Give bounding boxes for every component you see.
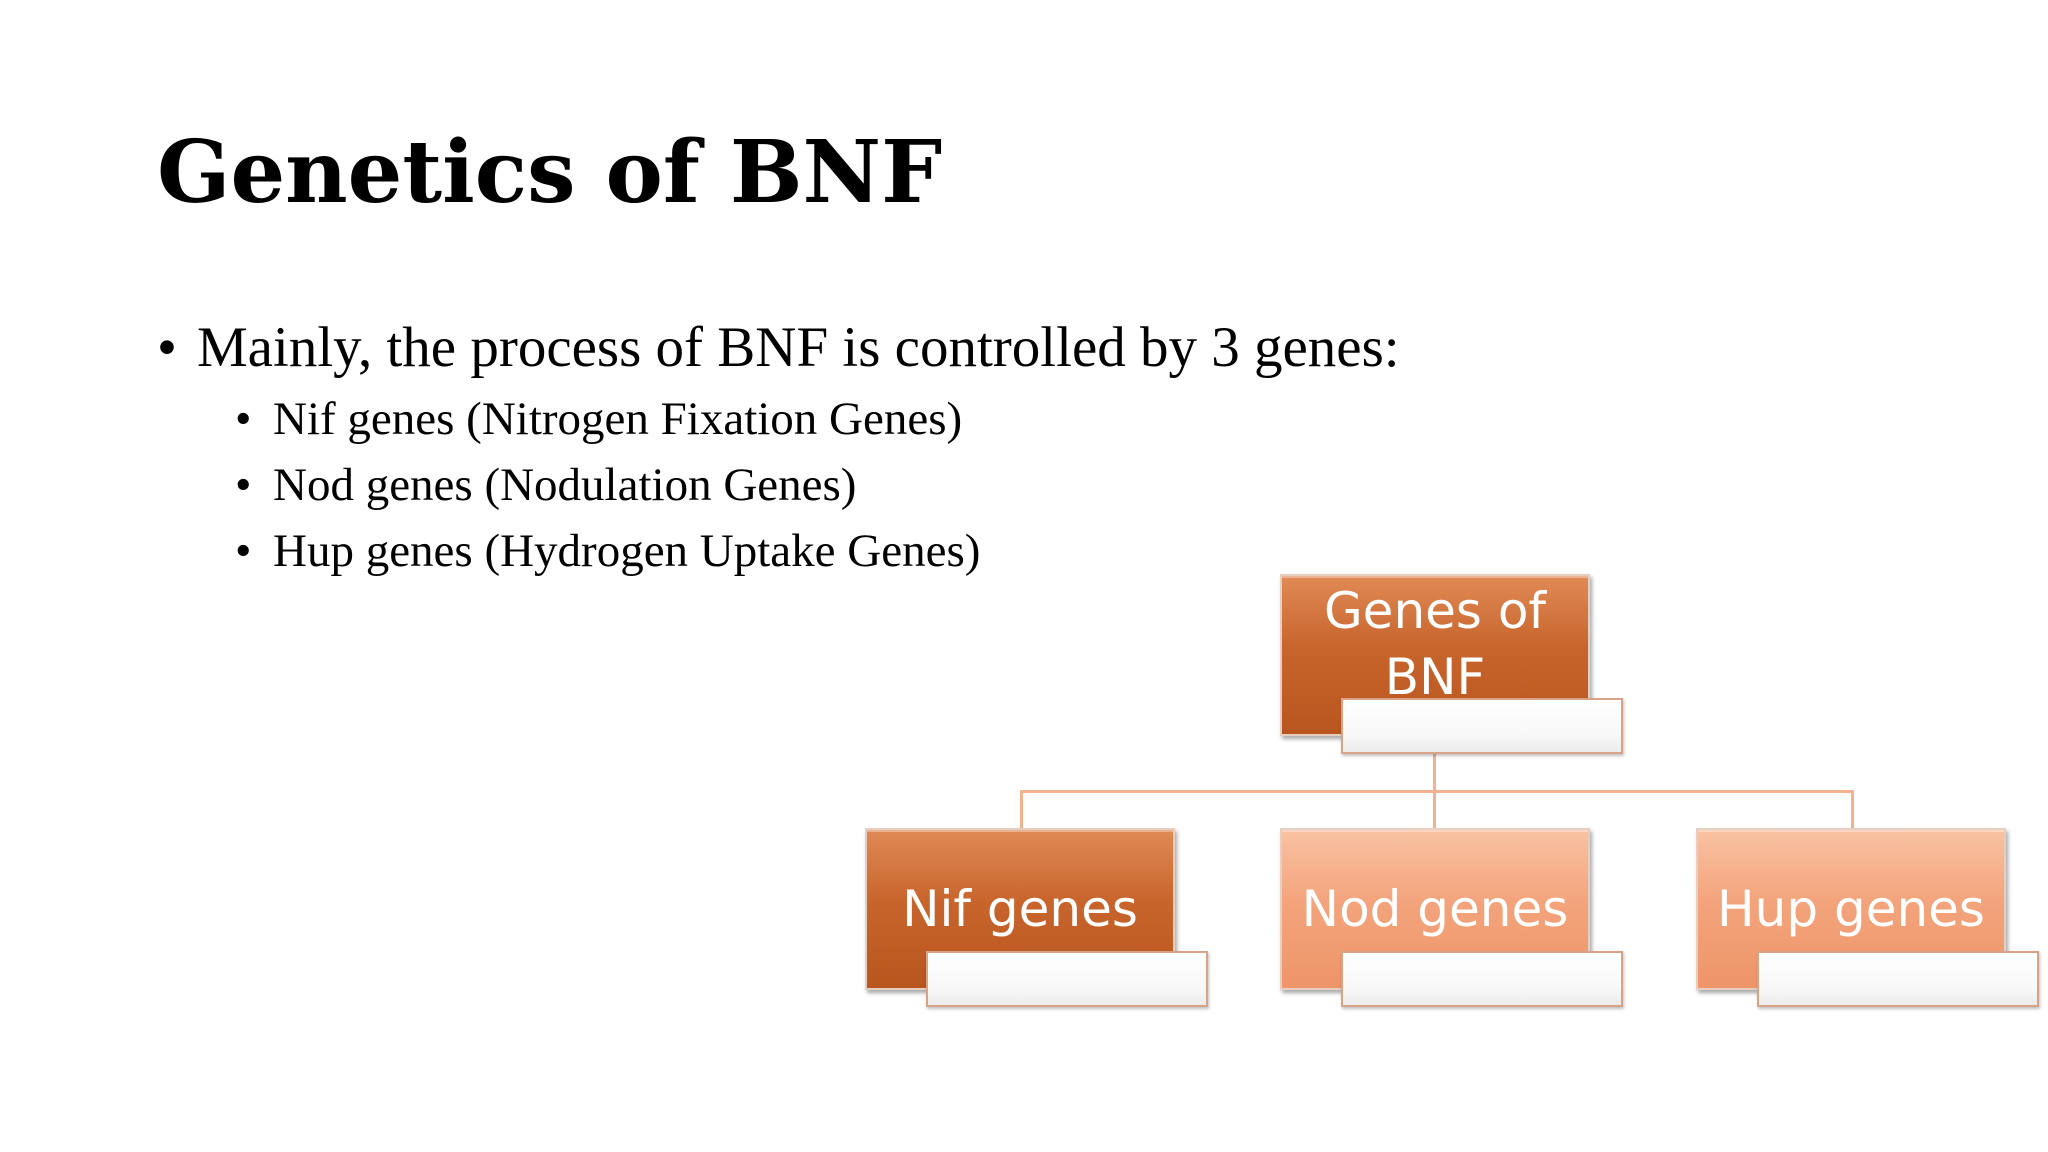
org-node-hup-subtext (1757, 951, 2039, 1007)
connector-nod (1433, 790, 1436, 828)
bullet-main-text: Mainly, the process of BNF is controlled… (197, 316, 1400, 379)
connector-horizontal (1020, 790, 1854, 793)
org-node-nif-label: Nif genes (902, 880, 1138, 938)
org-node-hup-label: Hup genes (1717, 880, 1985, 938)
org-node-root-label: Genes of BNF (1323, 582, 1547, 706)
sub-bullet-nif: Nif genes (Nitrogen Fixation Genes) (235, 386, 1400, 452)
connector-nif (1020, 790, 1023, 828)
slide-title: Genetics of BNF (157, 122, 943, 223)
connector-root-down (1433, 754, 1436, 792)
org-node-nod-subtext (1341, 951, 1623, 1007)
connector-hup (1851, 790, 1854, 828)
bullet-list: Mainly, the process of BNF is controlled… (157, 310, 1400, 584)
org-node-nif-subtext (926, 951, 1208, 1007)
org-node-nod-label: Nod genes (1301, 880, 1569, 938)
sub-bullet-list: Nif genes (Nitrogen Fixation Genes) Nod … (157, 386, 1400, 584)
sub-bullet-hup: Hup genes (Hydrogen Uptake Genes) (235, 518, 1400, 584)
sub-bullet-nod: Nod genes (Nodulation Genes) (235, 452, 1400, 518)
bullet-main: Mainly, the process of BNF is controlled… (157, 310, 1400, 386)
org-node-root-subtext (1341, 698, 1623, 754)
org-node-hup: Hup genes (1696, 828, 2006, 990)
